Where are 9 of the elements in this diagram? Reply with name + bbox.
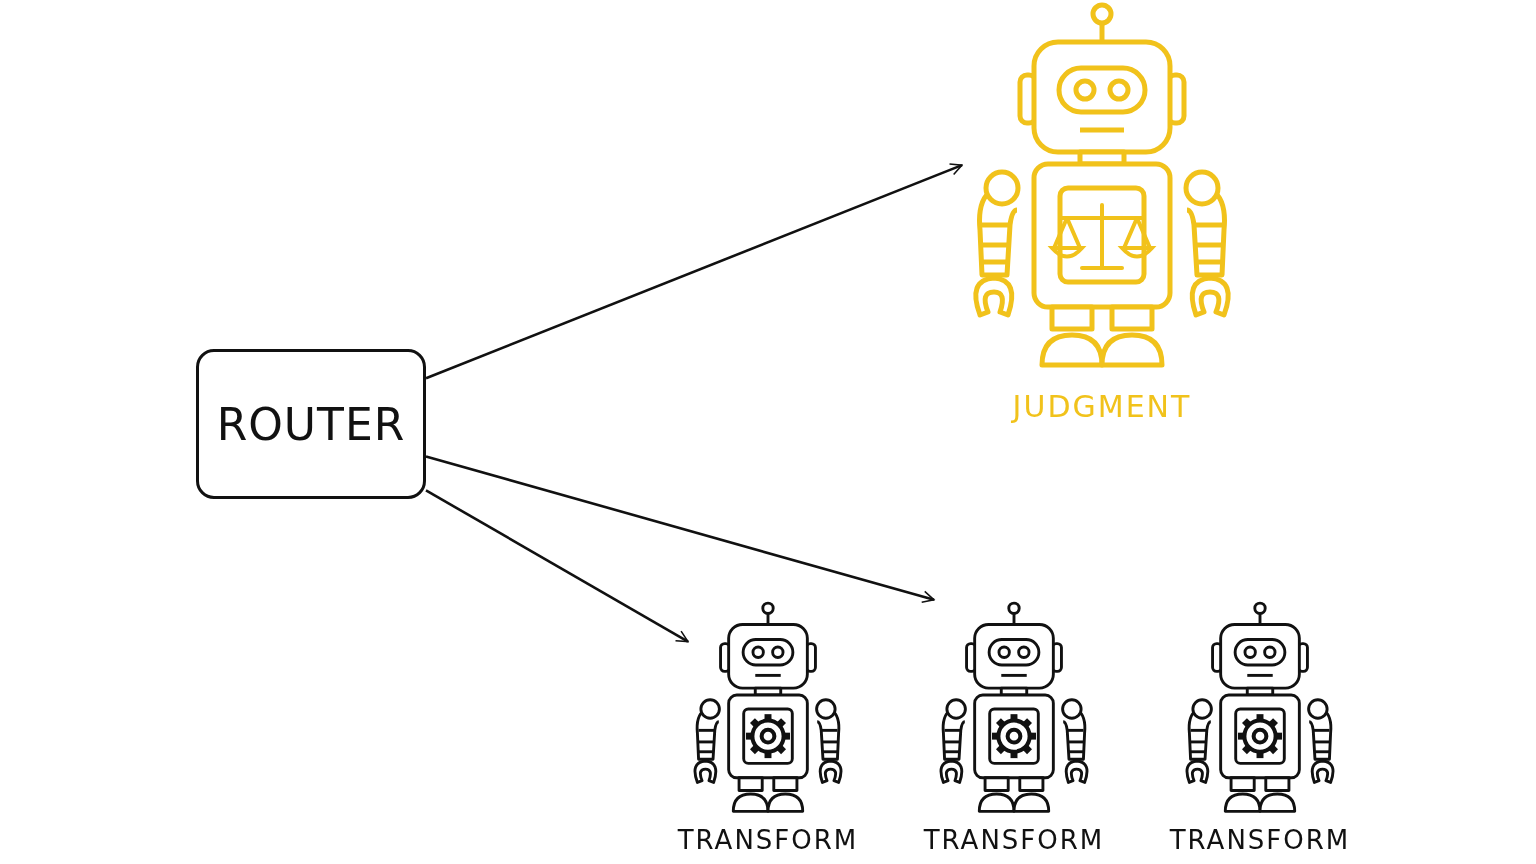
router-label: ROUTER xyxy=(216,398,406,450)
robot-label: TRANSFORM xyxy=(677,826,859,855)
robot-label: JUDGMENT xyxy=(1012,390,1192,423)
arrow xyxy=(425,163,963,380)
robot-label: TRANSFORM xyxy=(1169,826,1351,855)
router-box xyxy=(196,349,426,499)
arrow xyxy=(425,489,689,643)
arrow xyxy=(425,455,935,603)
robot-label: TRANSFORM xyxy=(923,826,1105,855)
